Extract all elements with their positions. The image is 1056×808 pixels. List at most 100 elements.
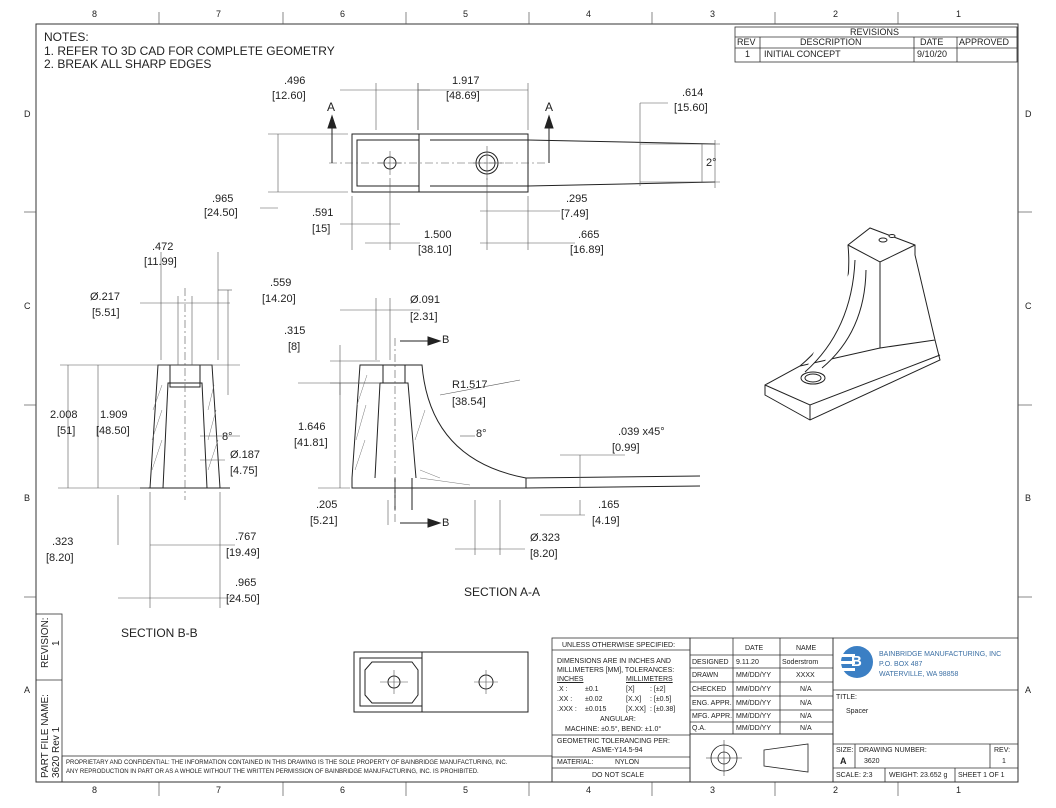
dim-aa-205: .205 — [316, 499, 338, 511]
tol-row-1-d: : [±2] — [650, 686, 666, 693]
zone-top-1: 1 — [956, 9, 962, 19]
tol-row-2-a: .XX : — [557, 696, 573, 703]
dim-bb-217: Ø.217 — [90, 291, 120, 303]
dim-591-mm: [15] — [312, 223, 331, 235]
rev-value: 1 — [1002, 758, 1006, 765]
dim-bb-217-mm: [5.51] — [92, 307, 120, 319]
zone-left-d: D — [24, 109, 31, 119]
company-addr-1: P.O. BOX 487 — [879, 661, 923, 668]
dim-1917-mm: [48.69] — [446, 90, 480, 102]
rev-header-rev: REV — [737, 37, 756, 47]
sidebar-partfile-label: PART FILE NAME: — [40, 694, 51, 778]
dim-1500-mm: [38.10] — [418, 244, 452, 256]
approval-mfg-label: MFG. APPR. — [692, 713, 733, 720]
approvals-date-header: DATE — [745, 645, 764, 652]
tol-row-3-a: .XXX : — [557, 706, 577, 713]
dim-aa-chamfer: .039 x45° — [618, 426, 665, 438]
zone-bottom-3: 3 — [710, 785, 716, 795]
revisions-title: REVISIONS — [850, 27, 900, 37]
section-mark-a-left: A — [327, 100, 336, 114]
dim-aa-315: .315 — [284, 325, 306, 337]
zone-bottom-5: 5 — [463, 785, 469, 795]
tol-mm-header: MILLIMETERS — [626, 676, 673, 683]
dim-bb-187-mm: [4.75] — [230, 465, 258, 477]
rev-header-date: DATE — [920, 37, 944, 47]
dim-614-mm: [15.60] — [674, 102, 708, 114]
dim-965-mm: [24.50] — [204, 207, 238, 219]
dim-665: .665 — [578, 229, 600, 241]
dim-295: .295 — [566, 193, 588, 205]
zone-top-8: 8 — [92, 9, 98, 19]
tol-unless: UNLESS OTHERWISE SPECIFIED: — [562, 642, 676, 649]
approval-drawn-name: XXXX — [796, 672, 815, 679]
rev-row-desc: INITIAL CONCEPT — [764, 49, 841, 59]
drawing-number-label: DRAWING NUMBER: — [859, 747, 927, 754]
size-value: A — [840, 756, 847, 766]
material-value: NYLON — [615, 759, 640, 766]
zone-bottom-1: 1 — [956, 785, 962, 795]
rev-row-date: 9/10/20 — [917, 49, 948, 59]
approvals-name-header: NAME — [796, 645, 817, 652]
approval-qa-date: MM/DD/YY — [736, 725, 771, 732]
tol-gdt-1: GEOMETRIC TOLERANCING PER: — [557, 738, 670, 745]
tol-row-2-b: ±0.02 — [585, 696, 603, 703]
approval-checked-date: MM/DD/YY — [736, 686, 771, 693]
zone-right-c: C — [1025, 301, 1032, 311]
dim-591: .591 — [312, 207, 334, 219]
tol-row-1-c: [X] — [626, 686, 635, 693]
sheet-text: SHEET 1 OF 1 — [958, 772, 1005, 779]
dim-aa-r1517: R1.517 — [452, 379, 488, 391]
approval-designed-name: Soderstrom — [782, 659, 819, 666]
dim-aa-r1517-mm: [38.54] — [452, 396, 486, 408]
dim-aa-323-mm: [8.20] — [530, 548, 558, 560]
approval-mfg-name: N/A — [800, 713, 812, 720]
note-2: 2. BREAK ALL SHARP EDGES — [44, 57, 212, 71]
dim-496-mm: [12.60] — [272, 90, 306, 102]
dim-bb-1909: 1.909 — [100, 409, 128, 421]
dim-aa-chamfer-mm: [0.99] — [612, 442, 640, 454]
logo-letter: B — [851, 653, 862, 670]
weight-text: WEIGHT: 23.652 g — [889, 772, 948, 779]
dim-bb-323-mm: [8.20] — [46, 552, 74, 564]
dim-bb-1909-mm: [48.50] — [96, 425, 130, 437]
tol-row-3-b: ±0.015 — [585, 706, 607, 713]
approval-eng-name: N/A — [800, 700, 812, 707]
title-value: Spacer — [846, 708, 869, 715]
section-mark-b-bottom: B — [442, 517, 450, 529]
company-name: BAINBRIDGE MANUFACTURING, INC — [879, 651, 1002, 658]
zone-bottom-4: 4 — [586, 785, 592, 795]
title-label: TITLE: — [836, 694, 858, 701]
section-aa-label: SECTION A-A — [464, 585, 541, 599]
dim-aa-205-mm: [5.21] — [310, 515, 338, 527]
approval-eng-label: ENG. APPR. — [692, 700, 732, 707]
approval-designed-label: DESIGNED — [692, 659, 729, 666]
zone-top-5: 5 — [463, 9, 469, 19]
do-not-scale: DO NOT SCALE — [592, 772, 644, 779]
dim-1500: 1.500 — [424, 229, 452, 241]
section-mark-b-top: B — [442, 334, 450, 346]
zone-left-a: A — [24, 685, 31, 695]
dim-bb-angle: 8° — [222, 431, 233, 443]
tol-row-1-a: .X : — [557, 686, 568, 693]
tol-row-3-c: [X.XX] — [626, 706, 646, 713]
dim-bb-767: .767 — [235, 531, 257, 543]
dim-angle-2: 2° — [706, 157, 717, 169]
tol-angular: ANGULAR: — [600, 716, 636, 723]
sidebar-partfile-value: 3620 Rev 1 — [51, 726, 62, 778]
approval-checked-name: N/A — [800, 686, 812, 693]
approval-designed-date: 9.11.20 — [736, 659, 759, 666]
zone-top-2: 2 — [833, 9, 839, 19]
note-1: 1. REFER TO 3D CAD FOR COMPLETE GEOMETRY — [44, 44, 335, 58]
tol-dims-1: DIMENSIONS ARE IN INCHES AND — [557, 658, 671, 665]
dim-bb-965-mm: [24.50] — [226, 593, 260, 605]
dim-bb-559: .559 — [270, 277, 292, 289]
dim-aa-1646-mm: [41.81] — [294, 437, 328, 449]
zone-top-6: 6 — [340, 9, 346, 19]
rev-row-rev: 1 — [745, 49, 751, 59]
drawing-number-value: 3620 — [864, 758, 880, 765]
rev-label: REV: — [994, 747, 1011, 754]
section-mark-a-right: A — [545, 100, 554, 114]
dim-aa-091-mm: [2.31] — [410, 311, 438, 323]
zone-right-d: D — [1025, 109, 1032, 119]
tol-inches-header: INCHES — [557, 676, 584, 683]
